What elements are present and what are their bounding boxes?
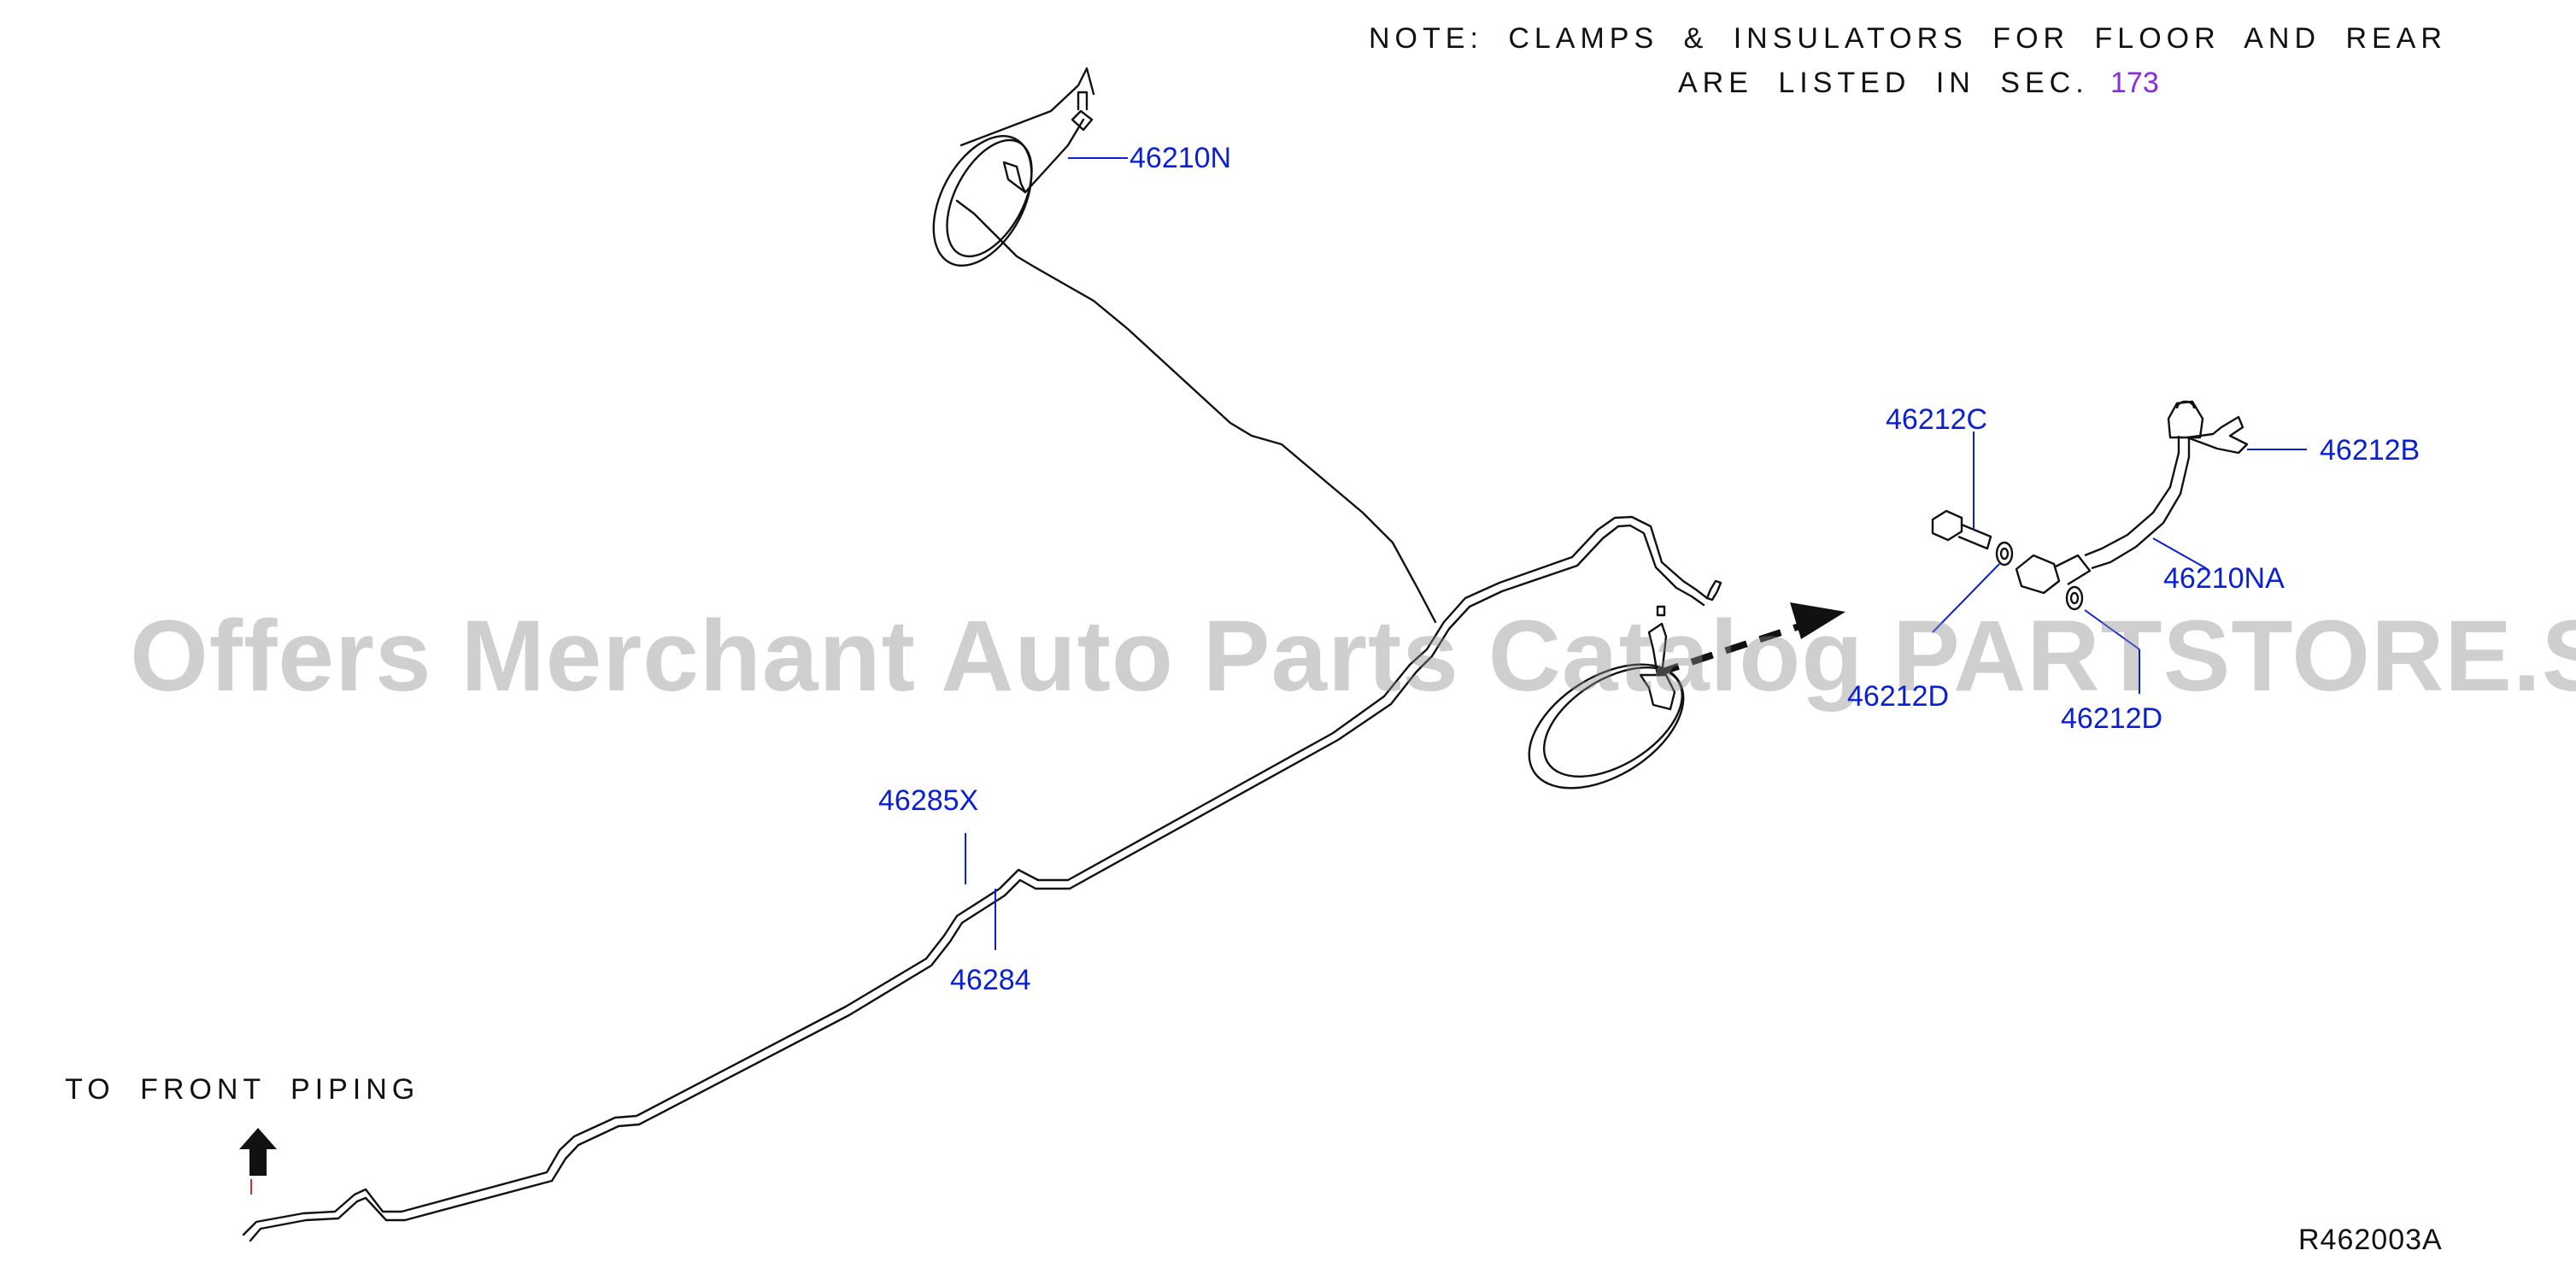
leader-46210NA bbox=[2152, 537, 2207, 569]
flexible-brake-hose bbox=[2084, 436, 2191, 570]
note-line-2: ARE LISTED IN SEC. bbox=[1678, 67, 2089, 99]
main-brake-pipe-outer bbox=[249, 524, 1705, 1242]
hose-lock-clip bbox=[2186, 415, 2249, 455]
banjo-fitting bbox=[2015, 554, 2092, 595]
right-wheel-cylinder bbox=[1639, 673, 1676, 711]
copper-washer-right bbox=[2065, 585, 2084, 611]
upper-branch-pipe bbox=[955, 199, 1437, 624]
copper-washer-left bbox=[1995, 541, 2014, 566]
part-label-46284[interactable]: 46284 bbox=[950, 964, 1031, 996]
upper-bracket bbox=[959, 67, 1095, 147]
right-brake-backing-plate-rim bbox=[1543, 666, 1683, 778]
section-reference-link[interactable]: 173 bbox=[2110, 67, 2159, 99]
leader-46212D-left bbox=[1932, 563, 2000, 633]
part-label-46285X[interactable]: 46285X bbox=[878, 784, 979, 817]
right-pipe-end-fitting bbox=[1705, 579, 1722, 602]
right-bleeder-fitting bbox=[1647, 605, 1668, 677]
part-label-46212C[interactable]: 46212C bbox=[1886, 403, 1988, 436]
upper-brake-backing-plate-rim bbox=[946, 138, 1033, 258]
upper-flex-hose bbox=[1002, 118, 1085, 194]
front-piping-arrow bbox=[239, 1128, 277, 1195]
diagram-code: R462003A bbox=[2298, 1224, 2443, 1256]
direction-arrow bbox=[1656, 602, 1845, 677]
part-label-46212D-right[interactable]: 46212D bbox=[2061, 702, 2163, 735]
to-front-piping-caption: TO FRONT PIPING bbox=[65, 1073, 420, 1106]
part-label-46210N[interactable]: 46210N bbox=[1130, 142, 1232, 174]
main-brake-pipe bbox=[242, 515, 1709, 1236]
hose-end-fitting bbox=[2167, 400, 2204, 439]
upper-brake-backing-plate bbox=[932, 134, 1033, 267]
part-label-46212D-left[interactable]: 46212D bbox=[1847, 680, 1950, 713]
upper-hose-fitting bbox=[1071, 91, 1094, 132]
note-line-1: NOTE: CLAMPS & INSULATORS FOR FLOOR AND … bbox=[1369, 22, 2447, 55]
banjo-bolt bbox=[1931, 509, 1992, 550]
leader-46212D-right bbox=[2084, 609, 2140, 650]
watermark-text: Offers Merchant Auto Parts Catalog PARTS… bbox=[130, 600, 2576, 713]
part-label-46210NA[interactable]: 46210NA bbox=[2163, 562, 2285, 595]
part-label-46212B[interactable]: 46212B bbox=[2320, 434, 2421, 467]
